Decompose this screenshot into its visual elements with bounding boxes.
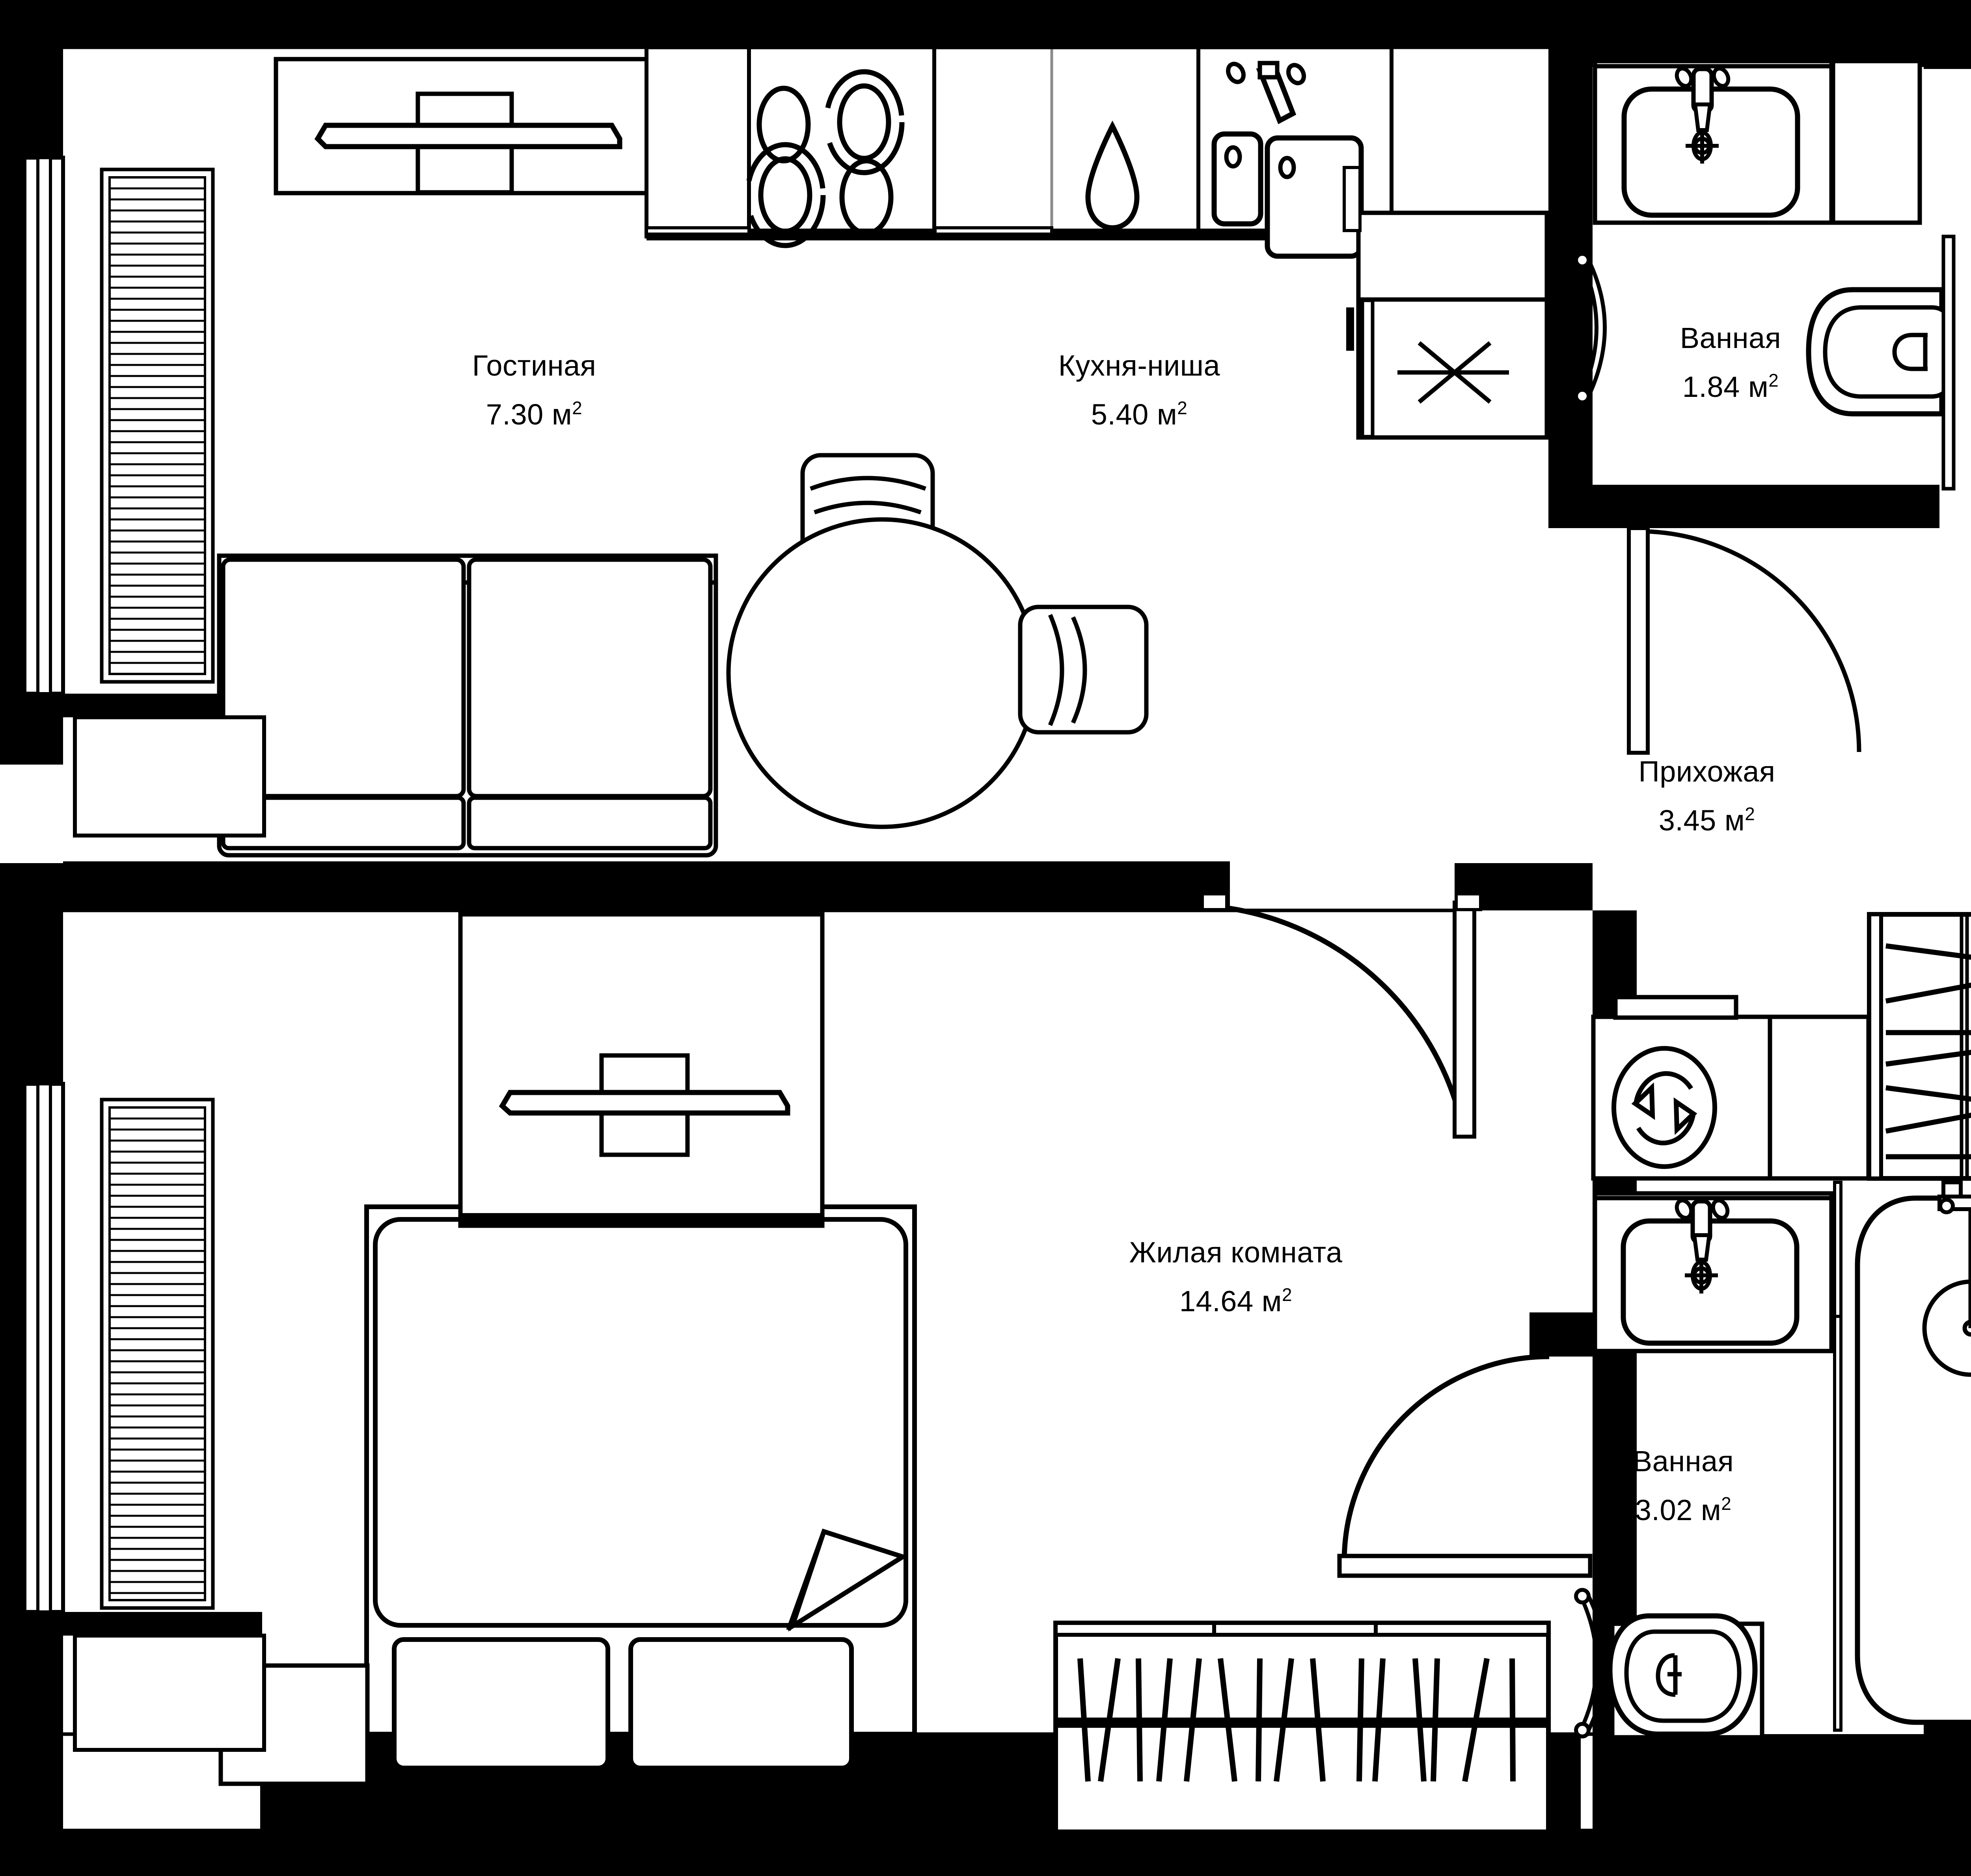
refrigerator-icon: [1343, 166, 1549, 440]
room-label-bath-lower: Ванная 3.02 м2: [1633, 1442, 1734, 1529]
radiator-icon-lower: [100, 1098, 215, 1610]
window-upper-left: [22, 156, 65, 696]
washbasin-icon-lower: [1593, 1191, 1834, 1353]
bathtub-icon: [1833, 1180, 1971, 1732]
room-area-living: 7.30 м2: [486, 398, 583, 431]
room-name-bedroom: Жилая комната: [1129, 1236, 1343, 1269]
room-name-bath-lower: Ванная: [1632, 1444, 1734, 1478]
radiator-icon-upper: [100, 168, 215, 684]
wall-cabinet-icon-bedroom: [458, 912, 825, 1228]
room-area-bath-lower: 3.02 м2: [1635, 1493, 1732, 1526]
hall-bath-door-swing: [1627, 526, 1861, 755]
window-lower-left: [22, 1082, 65, 1614]
balcony-niche-upper: [73, 715, 266, 838]
double-bed-icon: [218, 1204, 917, 1786]
bedroom-door-swing: [1201, 892, 1482, 1139]
room-area-bedroom: 14.64 м2: [1179, 1284, 1293, 1318]
room-area-hall: 3.45 м2: [1658, 804, 1755, 837]
room-name-kitchen: Кухня-ниша: [1058, 349, 1220, 382]
water-drop-icon: [1085, 120, 1140, 231]
toilet-icon-lower: [1607, 1613, 1764, 1740]
room-label-bath-upper: Ванная 1.84 м2: [1680, 319, 1781, 406]
room-name-bath-upper: Ванная: [1680, 321, 1781, 354]
washing-machine-icon: [1591, 995, 1871, 1181]
round-dining-table-icon: [726, 517, 1038, 829]
bathroom-door-swing-lower: [1574, 1588, 1607, 1738]
room-name-hall: Прихожая: [1638, 755, 1775, 788]
washbasin-icon-upper: [1593, 59, 1922, 225]
room-label-kitchen: Кухня-ниша 5.40 м2: [1058, 347, 1220, 434]
chair-icon-right: [1018, 605, 1149, 735]
cooktop-4-burner-icon: [745, 69, 905, 248]
room-label-living: Гостиная 7.30 м2: [472, 347, 596, 434]
room-name-living: Гостиная: [472, 349, 596, 382]
room-area-kitchen: 5.40 м2: [1091, 398, 1188, 431]
bathroom-door-swing-upper: [1574, 252, 1607, 404]
sink-with-faucet-icon: [1211, 61, 1364, 259]
bath-low-door-swing: [1337, 1354, 1593, 1578]
room-label-hall: Прихожая 3.45 м2: [1639, 753, 1775, 839]
sofa-icon: [217, 553, 718, 858]
wardrobe-icon-hall: [1867, 912, 1971, 1181]
wall-cabinet-icon-living: [274, 57, 653, 195]
room-label-bedroom: Жилая комната 14.64 м2: [1129, 1234, 1343, 1320]
balcony-niche-lower: [73, 1634, 266, 1752]
wardrobe-icon-bedroom: [1053, 1621, 1551, 1834]
room-area-bath-upper: 1.84 м2: [1682, 370, 1779, 403]
toilet-icon-upper: [1806, 234, 1956, 491]
